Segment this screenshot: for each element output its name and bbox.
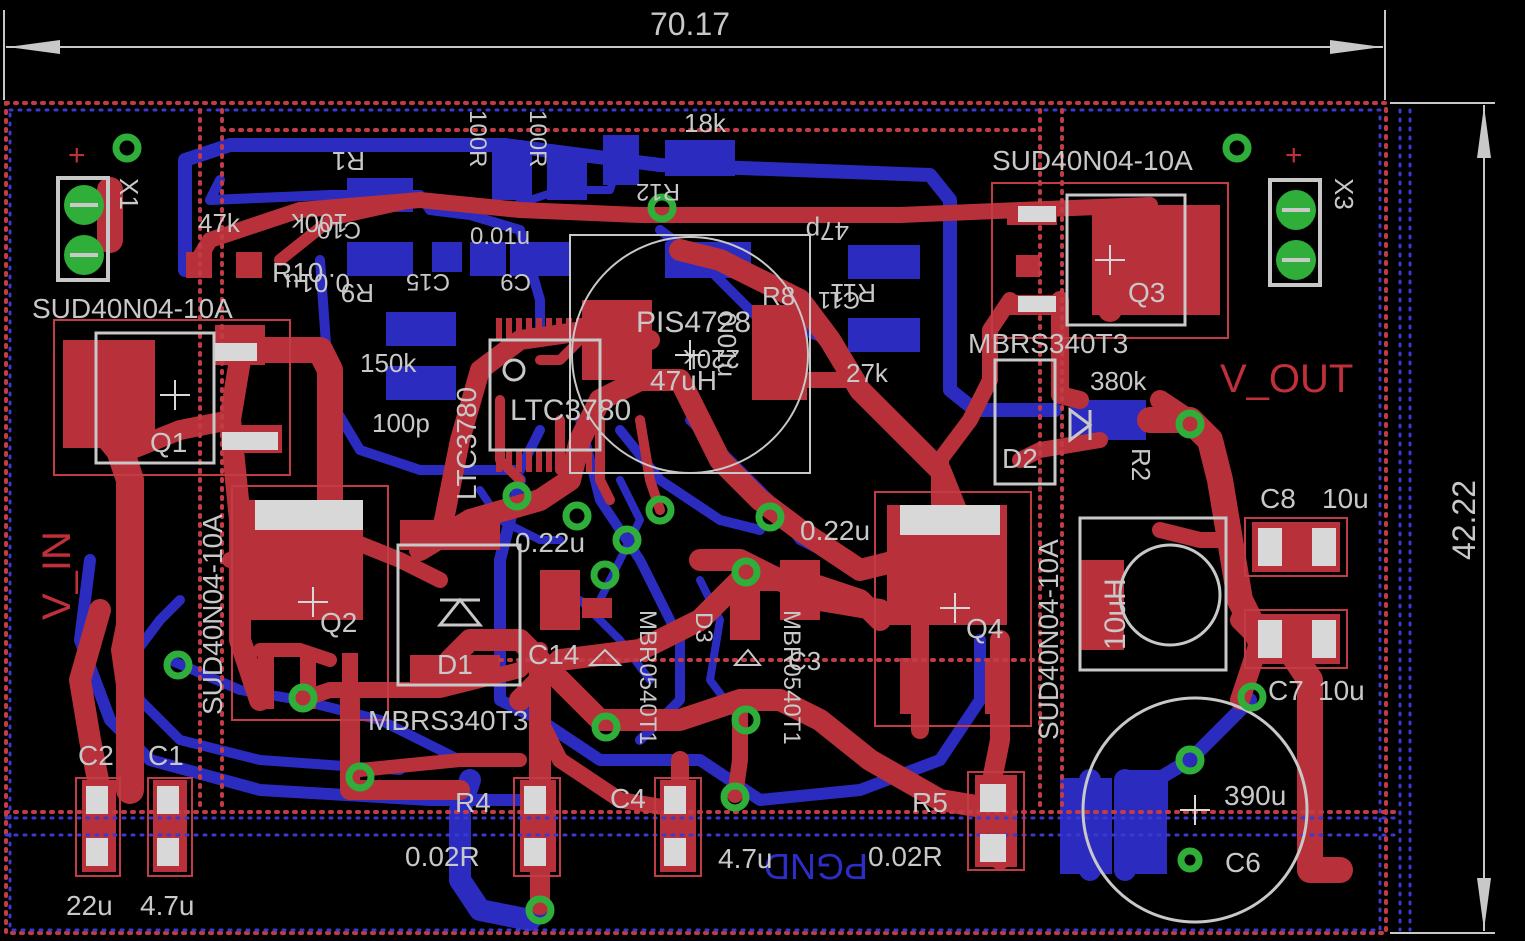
r4-label: R4 bbox=[455, 787, 491, 818]
r2-value-label: 380k bbox=[1090, 366, 1147, 396]
dim-width-label: 70.17 bbox=[650, 6, 730, 42]
bottom-pads bbox=[347, 135, 1168, 874]
r8-value-label: 220k bbox=[683, 344, 740, 374]
q3-part-label: SUD40N04-10A bbox=[992, 145, 1193, 176]
vias bbox=[112, 133, 1267, 925]
c9-label: C9 bbox=[500, 268, 531, 295]
c7-value-label: 10u bbox=[1318, 675, 1365, 706]
x1-label: X1 bbox=[114, 178, 144, 210]
r-top1-label: 100R bbox=[464, 110, 491, 167]
d2-label: D2 bbox=[1002, 443, 1038, 474]
q1-label: Q1 bbox=[150, 427, 187, 458]
origin-markers bbox=[160, 245, 1210, 825]
silkscreen-outlines bbox=[3, 10, 1495, 934]
ic-top-label: LTC3780 bbox=[451, 387, 482, 500]
c6-value-label: 390u bbox=[1224, 780, 1286, 811]
r9-value-label: 150k bbox=[360, 348, 417, 378]
cap-100p-label: 100p bbox=[372, 408, 430, 438]
d1-part-label: MBRS340T3 bbox=[368, 705, 528, 736]
c1-value-label: 4.7u bbox=[140, 890, 195, 921]
c15-label: C15 bbox=[406, 268, 450, 295]
r1-label: R1 bbox=[332, 146, 365, 176]
r11-value-label: 27k bbox=[846, 358, 889, 388]
d-rot-part-label-left: MBR0540T1 bbox=[634, 610, 661, 745]
r12-label: R12 bbox=[636, 178, 680, 205]
c8-value-label: 10u bbox=[1322, 483, 1369, 514]
dim-height-label: 42.22 bbox=[1446, 480, 1482, 560]
q4-label: Q4 bbox=[966, 613, 1003, 644]
d3-label: D3 bbox=[690, 612, 717, 643]
net-vout-label: V_OUT bbox=[1220, 357, 1353, 401]
r8-label: R8 bbox=[762, 281, 795, 311]
cap-0u01-label-mid: 0.01u bbox=[712, 312, 742, 377]
d-rot-part-label-right: MBR0540T1 bbox=[778, 610, 805, 745]
q1-part-label: SUD40N04-10A bbox=[32, 293, 233, 324]
x3-plus-label: + bbox=[1285, 139, 1303, 172]
ic-label: LTC3780 bbox=[510, 394, 631, 427]
r5-value-label: 0.02R bbox=[868, 841, 943, 872]
r2-label: R2 bbox=[1126, 448, 1156, 481]
r12-value-label: 18k bbox=[684, 108, 727, 138]
d2-part-label: MBRS340T3 bbox=[968, 328, 1128, 359]
cap-47p-label: 47p bbox=[806, 216, 849, 246]
c7-label: C7 bbox=[1268, 675, 1304, 706]
inductor-label: PIS4728 bbox=[636, 306, 751, 339]
c8-label: C8 bbox=[1260, 483, 1296, 514]
coil-value-label: 10uH bbox=[1099, 578, 1132, 650]
board-outline bbox=[4, 101, 1412, 935]
c2-label: C2 bbox=[78, 740, 114, 771]
q2-part-label: SUD40N04-10A bbox=[197, 514, 228, 715]
inductor-value-label: 47uH bbox=[650, 365, 717, 396]
d1-label: D1 bbox=[437, 649, 473, 680]
r10-value-label: 47k bbox=[198, 208, 241, 238]
q3-label: Q3 bbox=[1128, 277, 1165, 308]
r1-value-label: 100k bbox=[291, 208, 348, 238]
q4-part-label: SUD40N04-10A bbox=[1033, 539, 1064, 740]
connector-pads bbox=[64, 185, 1316, 280]
cap-0u01-label-top: 0.01u bbox=[470, 223, 530, 250]
x1-plus-label: + bbox=[68, 139, 86, 172]
r5-label: R5 bbox=[912, 787, 948, 818]
c11-label: C11 bbox=[818, 286, 860, 313]
ic-pins bbox=[496, 318, 592, 472]
c4-value-label: 4.7u bbox=[718, 843, 773, 874]
net-pgnd-label: PGND bbox=[764, 846, 868, 887]
net-vin-label: V_IN bbox=[35, 531, 79, 620]
silk-bodies bbox=[86, 206, 1336, 866]
c3-label: C3 bbox=[788, 646, 821, 676]
q2-label: Q2 bbox=[320, 607, 357, 638]
c14-value-label: 0.22u bbox=[515, 527, 585, 558]
c4-label: C4 bbox=[610, 783, 646, 814]
x3-label: X3 bbox=[1329, 178, 1359, 210]
r10-label: R10 bbox=[272, 257, 323, 288]
cap-0u01-label-left: 0.01u bbox=[285, 268, 350, 298]
r4-value-label: 0.02R bbox=[405, 841, 480, 872]
r-top2-label: 100R bbox=[524, 110, 551, 167]
c1-label: C1 bbox=[148, 740, 184, 771]
c2-value-label: 22u bbox=[66, 890, 113, 921]
r9-label: R9 bbox=[341, 278, 374, 308]
r11-label: R11 bbox=[830, 278, 876, 308]
dimension-arrows bbox=[8, 40, 1491, 930]
c6-label: C6 bbox=[1225, 847, 1261, 878]
c14-label: C14 bbox=[528, 639, 579, 670]
c10-label: C10 bbox=[317, 216, 361, 243]
labels: 70.17 42.22 + + X1 X3 V_IN V_OUT PGND SU… bbox=[32, 6, 1482, 921]
cap-0u22-right-label: 0.22u bbox=[800, 515, 870, 546]
